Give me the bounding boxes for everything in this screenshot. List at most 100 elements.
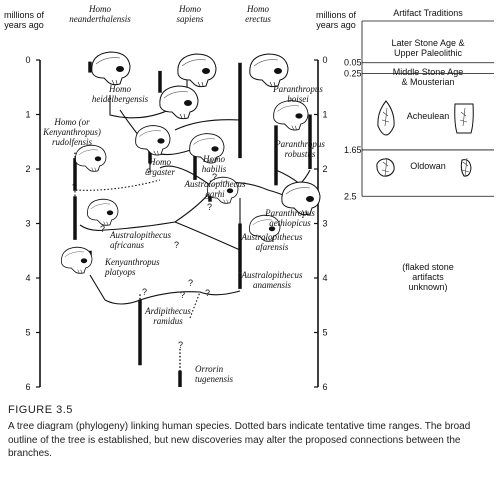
skull-shading bbox=[277, 105, 300, 112]
skull-shading bbox=[252, 219, 273, 225]
skull-shading bbox=[90, 203, 111, 209]
skull-eye bbox=[295, 113, 303, 119]
species-label-aethiopicus-line: Paranthropus bbox=[264, 208, 315, 218]
tree-branch bbox=[174, 221, 241, 251]
species-label-ramidus-line: Ardipithecus bbox=[144, 306, 191, 316]
tradition-unknown-line: artifacts bbox=[412, 272, 444, 282]
axis-tick-label: 1 bbox=[322, 110, 327, 120]
species-label-neanderthalensis-line: Homo bbox=[88, 4, 111, 14]
aethiopicus-skull-icon bbox=[249, 214, 281, 242]
boundary-label: 1.65 bbox=[344, 145, 362, 155]
skull-eye bbox=[184, 100, 192, 106]
species-label-ergaster-line: Homo bbox=[148, 157, 171, 167]
skull-teeth bbox=[197, 81, 204, 87]
axis-tick-label: 3 bbox=[25, 219, 30, 229]
question-mark: ? bbox=[100, 224, 105, 234]
skull-teeth bbox=[265, 237, 270, 241]
species-label-afarensis-line: afarensis bbox=[256, 242, 289, 252]
tradition-acheulean-line: Acheulean bbox=[407, 111, 450, 121]
species-label-africanus-line: Australopithecus bbox=[109, 230, 171, 240]
skull-eye bbox=[226, 188, 234, 194]
species-label-tugenensis-line: tugenensis bbox=[195, 374, 233, 384]
tree-branch bbox=[275, 169, 301, 185]
species-label-heidelbergensis-line: heidelbergensis bbox=[92, 94, 149, 104]
skull-teeth bbox=[207, 158, 213, 163]
question-mark: ? bbox=[178, 340, 183, 350]
skull-outline bbox=[159, 85, 199, 120]
skull-outline bbox=[249, 53, 289, 88]
species-label-sapiens-line: sapiens bbox=[177, 14, 204, 24]
boundary-label: 0.25 bbox=[344, 69, 362, 79]
species-label-afarensis-line: Australopithecus bbox=[241, 232, 303, 242]
skull-shading bbox=[210, 181, 231, 187]
tree-branch bbox=[159, 165, 211, 186]
tradition-middle-stone-age: Middle Stone Age& Mousterian bbox=[393, 67, 464, 87]
tradition-unknown-line: (flaked stone bbox=[402, 262, 454, 272]
skull-outline bbox=[135, 125, 171, 156]
tool-flake-scars bbox=[461, 157, 470, 177]
species-label-sapiens-line: Homo bbox=[178, 4, 201, 14]
species-label-anamensis-line: anamensis bbox=[253, 280, 291, 290]
tree-branch bbox=[174, 119, 241, 131]
question-mark: ? bbox=[146, 167, 151, 177]
skull-teeth bbox=[301, 209, 308, 215]
species-label-erectus-line: Homo bbox=[246, 4, 269, 14]
skull-outline bbox=[75, 144, 107, 172]
skull-outline bbox=[189, 133, 225, 164]
axis-tick-label: 5 bbox=[25, 328, 30, 338]
skull-outline bbox=[207, 176, 239, 204]
skull-eye bbox=[106, 210, 114, 216]
axis-tick-label: 0 bbox=[25, 55, 30, 65]
species-label-robustus-line: robustus bbox=[285, 149, 316, 159]
skull-eye bbox=[306, 196, 314, 202]
skull-teeth bbox=[291, 125, 297, 130]
axis-tick-label: 4 bbox=[25, 273, 30, 283]
skull-shading bbox=[163, 91, 189, 99]
species-label-rudolfensis-line: Homo (or bbox=[53, 117, 90, 127]
skull-teeth bbox=[91, 167, 96, 171]
tradition-unknown-line: unknown) bbox=[408, 282, 447, 292]
tradition-later-stone-age-line: Upper Paleolithic bbox=[394, 48, 463, 58]
axis-tick-label: 5 bbox=[322, 328, 327, 338]
skull-shading bbox=[253, 59, 279, 67]
uncertainty-marks: ??????????? bbox=[72, 167, 217, 350]
skull-outline bbox=[61, 246, 93, 274]
axis-tick-label: 2 bbox=[322, 164, 327, 174]
garhi-skull-icon bbox=[207, 176, 239, 204]
species-label-boisei-line: boisei bbox=[287, 94, 309, 104]
skull-shading bbox=[181, 59, 207, 67]
africanus-skull-icon bbox=[87, 198, 119, 226]
skull-shading bbox=[139, 130, 162, 137]
skull-teeth bbox=[111, 79, 118, 85]
question-mark: ? bbox=[72, 182, 77, 192]
skull-teeth bbox=[77, 269, 82, 273]
species-label-neanderthalensis-line: neanderthalensis bbox=[69, 14, 131, 24]
chopper-icon bbox=[376, 157, 395, 177]
ergaster-skull-icon bbox=[135, 125, 171, 156]
skull-teeth bbox=[269, 81, 276, 87]
skull-shading bbox=[78, 149, 99, 155]
boundary-label: 0.05 bbox=[344, 58, 362, 68]
skull-shading bbox=[95, 57, 121, 65]
tradition-oldowan-line: Oldowan bbox=[410, 161, 446, 171]
skull-eye bbox=[274, 68, 282, 74]
axis-unit-right-line: years ago bbox=[316, 20, 356, 30]
species-label-ramidus-line: ramidus bbox=[153, 316, 183, 326]
skull-outline bbox=[281, 181, 321, 216]
skull-outline bbox=[87, 198, 119, 226]
